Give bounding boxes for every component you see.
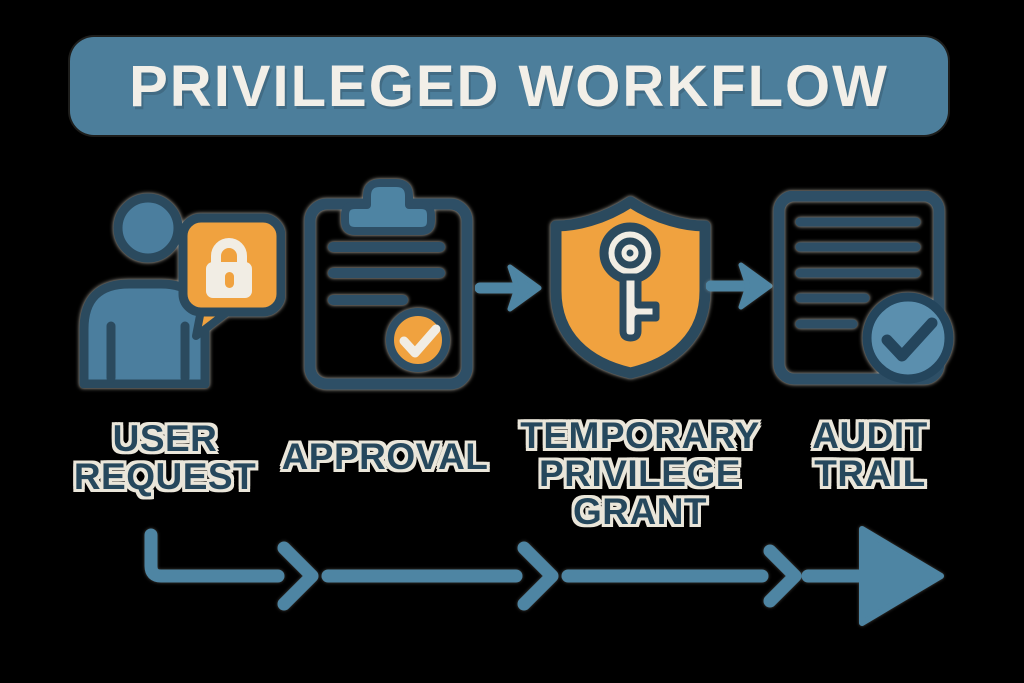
label-line: AUDIT [812, 415, 928, 456]
shield-key-icon [550, 196, 711, 379]
label-line: USER [112, 418, 218, 459]
clipboard-clip [341, 179, 435, 235]
label-line: PRIVILEGE [539, 453, 741, 494]
timeline-arrow-icon [144, 526, 944, 626]
label-line: TRAIL [814, 453, 926, 494]
user-lock-bubble-icon [79, 193, 285, 388]
document-check-icon [773, 191, 954, 385]
lock-icon [206, 238, 252, 298]
title-banner: PRIVILEGED WORKFLOW [70, 37, 948, 135]
flow-arrow-icon [475, 264, 542, 312]
check-badge-icon [386, 308, 450, 372]
step-label-approval: APPROVAL [270, 438, 500, 476]
label-line: TEMPORARY [520, 415, 760, 456]
flow-arrow-icon [706, 262, 773, 310]
check-badge-icon [862, 292, 954, 384]
step-label-temporary-privilege-grant: TEMPORARY PRIVILEGE GRANT [505, 417, 775, 531]
step-label-audit-trail: AUDIT TRAIL [760, 417, 980, 493]
label-line: GRANT [572, 491, 708, 532]
clipboard-text-lines [328, 242, 445, 305]
clipboard-check-icon [304, 179, 473, 390]
document-text-lines [795, 217, 921, 329]
page-title: PRIVILEGED WORKFLOW [129, 53, 889, 119]
step-label-user-request: USER REQUEST [40, 420, 290, 496]
key-icon [599, 222, 661, 342]
label-line: APPROVAL [281, 436, 489, 477]
label-line: REQUEST [73, 456, 257, 497]
lock-bubble-icon [178, 213, 285, 340]
